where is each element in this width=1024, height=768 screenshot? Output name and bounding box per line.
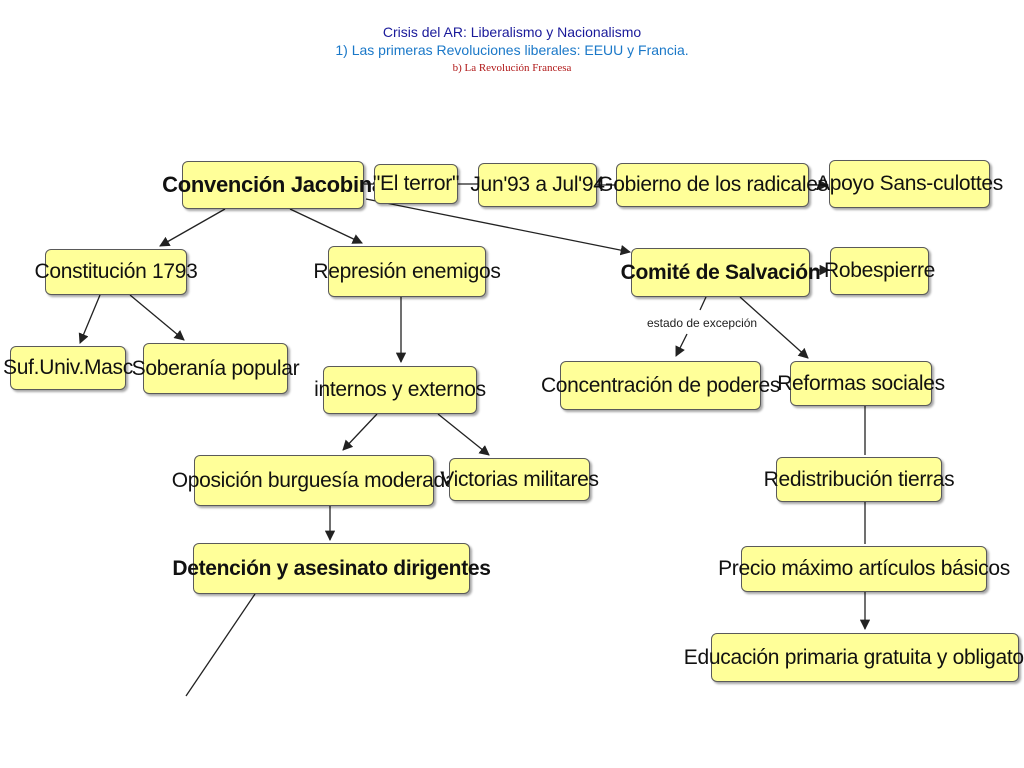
node-victorias-militares: Victorias militares <box>440 458 599 501</box>
link-convencion-comite <box>365 198 632 256</box>
node-gobierno-radicales: Gobierno de los radicales <box>597 163 828 207</box>
link-convencion-represion <box>289 208 363 244</box>
node-internos-externos: internos y externos <box>314 366 486 414</box>
node-el-terror: "El terror" <box>373 164 459 204</box>
node-convencion-jacobina: Convención Jacobina <box>162 161 384 209</box>
node-apoyo-sans-culottes: Apoyo Sans-culottes <box>816 160 1003 208</box>
node-concentracion-poderes: Concentración de poderes <box>541 361 780 410</box>
link-convencion-constitucion <box>159 208 226 247</box>
link-internos-victorias <box>437 413 490 456</box>
link-constitucion-sufragio <box>78 294 101 344</box>
link-comite-estado <box>699 296 707 311</box>
node-reformas-sociales: Reformas sociales <box>777 361 945 406</box>
section-title: b) La Revolución Francesa <box>452 62 572 74</box>
node-robespierre: Robespierre <box>824 247 935 295</box>
node-sufragio-universal: Suf.Univ.Masc <box>3 346 133 390</box>
node-represion-enemigos: Represión enemigos <box>313 246 501 297</box>
node-soberania-popular: Soberanía popular <box>132 343 300 394</box>
page-subtitle: 1) Las primeras Revoluciones liberales: … <box>335 42 689 58</box>
link-constitucion-soberania <box>129 294 185 341</box>
node-oposicion-burguesia: Oposición burguesía moderada <box>172 455 457 506</box>
node-educacion-primaria: Educación primaria gratuita y obligatori… <box>684 633 1024 682</box>
node-precio-maximo: Precio máximo artículos básicos <box>718 546 1010 592</box>
node-fechas: Jun'93 a Jul'94 <box>470 163 605 207</box>
node-redistribucion-tierras: Redistribución tierras <box>764 457 955 502</box>
node-constitucion-1793: Constitución 1793 <box>35 249 198 295</box>
link-estado-concentracion <box>675 333 688 357</box>
page-title: Crisis del AR: Liberalismo y Nacionalism… <box>382 24 642 40</box>
link-internos-oposicion <box>342 413 378 451</box>
node-detencion-dirigentes: Detención y asesinato dirigentes <box>172 543 491 594</box>
node-comite-salvacion: Comité de Salvación <box>621 248 821 297</box>
link-detencion-continuation <box>185 593 256 697</box>
link-label-estado-excepcion: estado de excepción <box>646 316 759 330</box>
link-comite-reformas <box>739 296 809 359</box>
